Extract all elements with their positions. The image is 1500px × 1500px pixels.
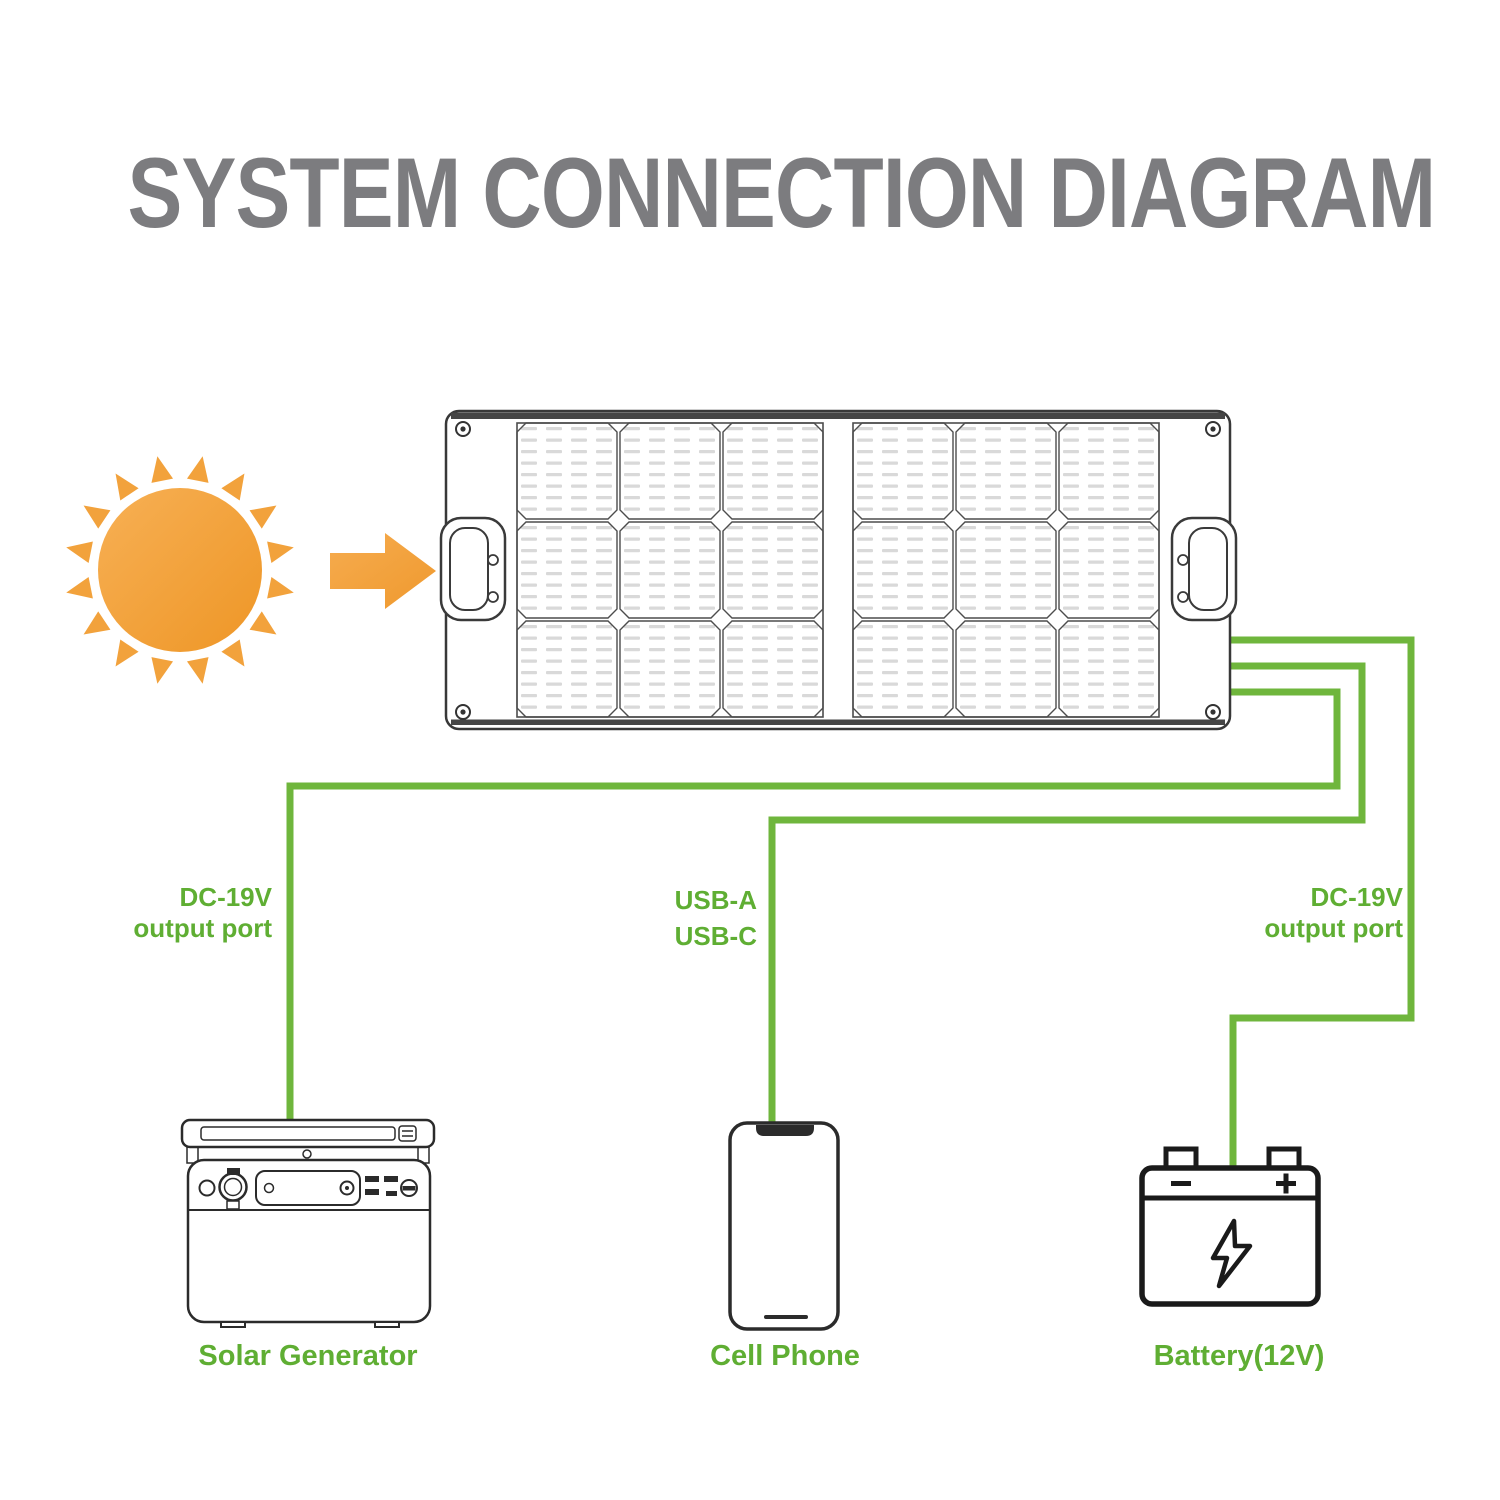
panel-right-half <box>852 422 1160 718</box>
wires <box>286 636 1415 1168</box>
port-label-phone: USB-A USB-C <box>674 885 757 951</box>
wire-battery <box>1228 636 1415 1168</box>
battery-minus <box>1171 1181 1191 1186</box>
sun-icon <box>66 456 294 684</box>
device-label-battery: Battery(12V) <box>1153 1340 1325 1372</box>
wire-phone <box>768 662 1366 1126</box>
wire-generator <box>286 688 1341 1122</box>
phone-notch <box>756 1125 814 1136</box>
port-label-generator: DC-19V output port <box>133 882 272 943</box>
phone-home-indicator <box>764 1315 808 1319</box>
battery-icon <box>1139 1146 1321 1307</box>
device-label-cell-phone: Cell Phone <box>710 1340 860 1372</box>
arrow-right-icon <box>330 533 436 609</box>
cell-phone-icon <box>728 1121 840 1331</box>
device-label-solar-generator: Solar Generator <box>198 1340 418 1372</box>
lightning-bolt-icon <box>1210 1218 1253 1289</box>
panel-handle-left <box>439 516 507 622</box>
port-label-battery: DC-19V output port <box>1264 882 1403 943</box>
panel-left-half <box>516 422 824 718</box>
panel-screws <box>455 421 1221 720</box>
panel-handle-right <box>1170 516 1238 622</box>
solar-generator-icon <box>180 1118 436 1328</box>
page-title: SYSTEM CONNECTION DIAGRAM <box>127 137 1437 248</box>
solar-panel-illustration <box>439 409 1238 731</box>
